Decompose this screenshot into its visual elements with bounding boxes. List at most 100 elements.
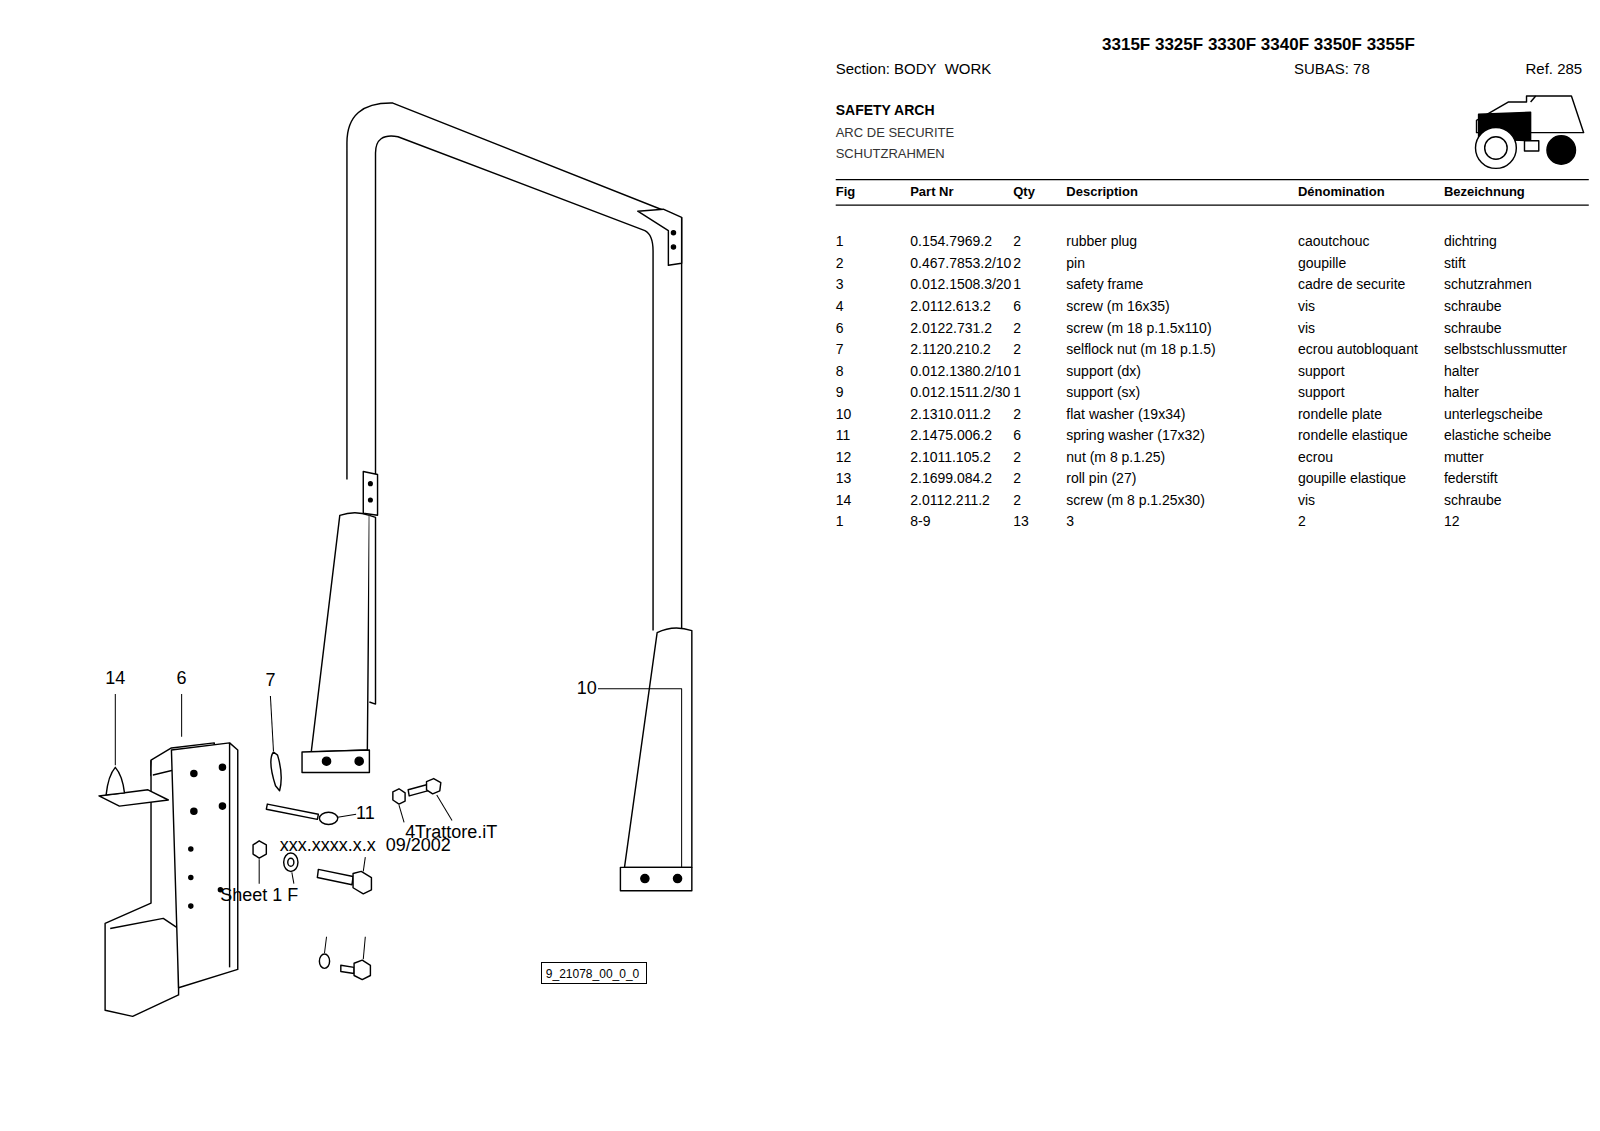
table-cell: 1 [1013,276,1021,293]
section-name: Section: BODY WORK [836,60,992,78]
callout-number: Sheet 1 F [220,885,298,907]
table-cell: 3 [1066,513,1074,530]
table-cell: 2.1120.210.2 [910,341,991,358]
callout-number: 11 [356,803,375,825]
table-cell: unterlegscheibe [1444,406,1543,423]
table-cell: 4 [836,298,844,315]
table-cell: 0.012.1511.2/30 [910,384,1010,401]
table-cell: 2 [1013,449,1021,466]
table-cell: screw (m 8 p.1.25x30) [1066,492,1205,509]
table-cell: schraube [1444,320,1502,337]
drawing-code: 9_21078_00_0_0 [546,967,639,981]
fasteners [253,752,441,980]
table-cell: vis [1298,298,1315,315]
table-cell: 2 [1013,233,1021,250]
table-cell: 2.1310.011.2 [910,406,991,423]
subassembly-number: SUBAS: 78 [1294,60,1370,78]
table-cell: halter [1444,384,1479,401]
safety-frame [302,103,692,891]
table-cell: selbstschlussmutter [1444,341,1567,358]
leader-lines [115,689,681,959]
table-cell: 8 [836,363,844,380]
table-cell: 1 [836,233,844,250]
callout-number: xxx.xxxx.x.x 09/2002 [280,835,451,857]
table-cell: nut (m 8 p.1.25) [1066,449,1165,466]
table-rule [836,204,1589,205]
table-header: Dénomination [1298,184,1385,200]
table-cell: support (dx) [1066,363,1141,380]
table-cell: 12 [1444,513,1460,530]
table-cell: 0.467.7853.2/10 [910,255,1011,272]
title-french: ARC DE SECURITE [836,125,954,141]
table-cell: halter [1444,363,1479,380]
table-cell: 13 [836,470,852,487]
table-cell: support [1298,363,1345,380]
table-header: Part Nr [910,184,953,200]
table-cell: federstift [1444,470,1498,487]
table-cell: support [1298,384,1345,401]
table-cell: 2 [1013,320,1021,337]
table-cell: screw (m 16x35) [1066,298,1169,315]
table-cell: 12 [836,449,852,466]
table-cell: 0.154.7969.2 [910,233,992,250]
table-cell: 0.012.1508.3/20 [910,276,1011,293]
sheet-title: SAFETY ARCH [836,102,935,119]
table-cell: 2.0122.731.2 [910,320,992,337]
table-cell: schutzrahmen [1444,276,1532,293]
table-cell: flat washer (19x34) [1066,406,1185,423]
table-cell: 1 [1013,363,1021,380]
table-cell: 2 [836,255,844,272]
table-cell: 6 [836,320,844,337]
reference-number: Ref. 285 [1526,60,1583,78]
table-cell: 2 [1013,470,1021,487]
table-cell: 6 [1013,298,1021,315]
table-cell: 2.0112.211.2 [910,492,990,509]
table-cell: caoutchouc [1298,233,1370,250]
table-cell: schraube [1444,298,1502,315]
rubber-plug [106,767,124,795]
table-cell: rondelle plate [1298,406,1382,423]
table-cell: 8-9 [910,513,930,530]
table-cell: 7 [836,341,844,358]
table-cell: 3 [836,276,844,293]
table-cell: spring washer (17x32) [1066,427,1205,444]
table-cell: support (sx) [1066,384,1140,401]
callout-number: 7 [265,670,275,692]
table-cell: 11 [836,427,851,444]
table-rule [836,179,1589,180]
table-cell: 2 [1013,406,1021,423]
callout-number: 10 [577,678,597,700]
table-cell: 1 [1013,384,1021,401]
table-cell: 0.012.1380.2/10 [910,363,1011,380]
table-cell: 2.1011.105.2 [910,449,991,466]
drawing-code-box: 9_21078_00_0_0 [541,962,647,984]
table-cell: elastiche scheibe [1444,427,1551,444]
table-cell: dichtring [1444,233,1497,250]
support-bracket [99,743,238,1016]
title-german: SCHUTZRAHMEN [836,146,945,162]
table-cell: goupille [1298,255,1346,272]
table-cell: screw (m 18 p.1.5x110) [1066,320,1211,337]
table-cell: 2 [1013,341,1021,358]
table-cell: 9 [836,384,844,401]
table-cell: selflock nut (m 18 p.1.5) [1066,341,1215,358]
callout-number: 14 [105,668,125,690]
table-cell: 13 [1013,513,1029,530]
table-cell: 10 [836,406,852,423]
table-cell: mutter [1444,449,1484,466]
table-cell: stift [1444,255,1466,272]
table-header: Description [1066,184,1138,200]
table-cell: vis [1298,320,1315,337]
callout-number: 6 [177,668,187,690]
table-cell: ecrou autobloquant [1298,341,1418,358]
table-cell: roll pin (27) [1066,470,1136,487]
model-list: 3315F 3325F 3330F 3340F 3350F 3355F [1102,35,1415,55]
table-header: Bezeichnung [1444,184,1525,200]
tractor-icon [1476,96,1584,168]
table-cell: 14 [836,492,852,509]
table-cell: 1 [836,513,844,530]
table-header: Qty [1013,184,1035,200]
table-cell: 2 [1013,492,1021,509]
